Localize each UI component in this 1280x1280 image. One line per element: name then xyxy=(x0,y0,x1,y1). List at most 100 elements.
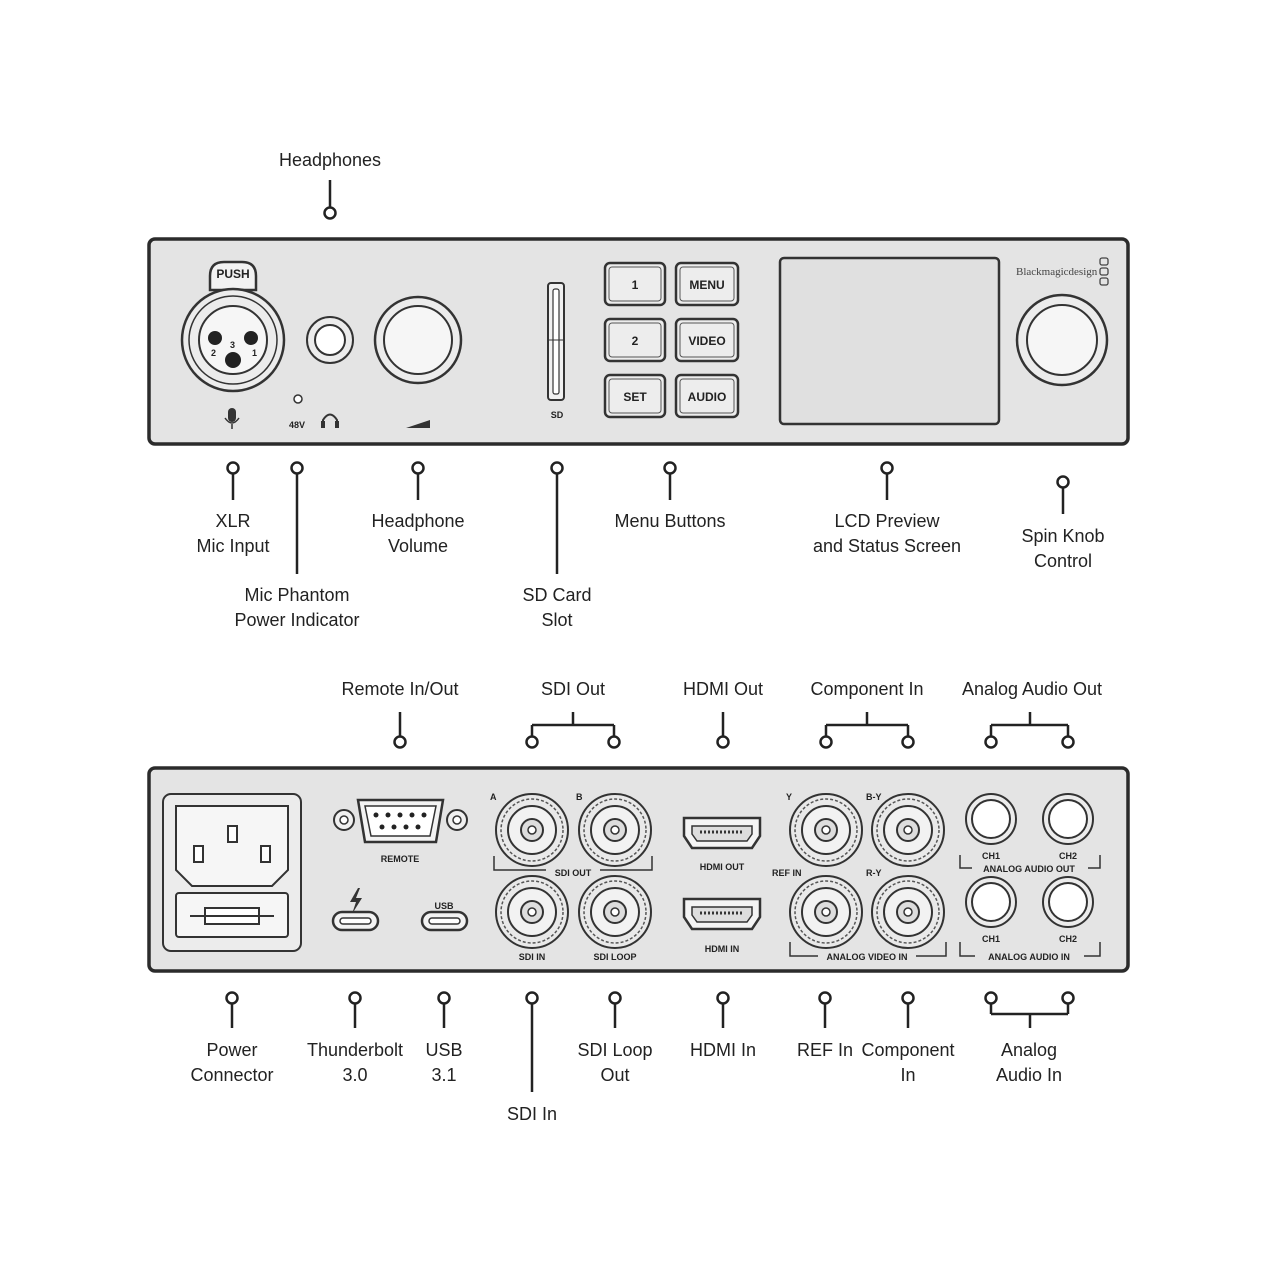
hdmi-out-label: HDMI OUT xyxy=(700,862,745,872)
callout-usb: USB 3.1 xyxy=(425,991,463,1085)
usb-callout-line2: 3.1 xyxy=(431,1065,456,1085)
menu-button-video[interactable]: VIDEO xyxy=(674,317,740,363)
sdi-loop-bnc xyxy=(578,875,652,949)
xlr-callout-line1: XLR xyxy=(215,511,250,531)
sdi-in-bnc xyxy=(495,875,569,949)
hdmi-out-port xyxy=(682,816,762,850)
sdi-out-label: SDI OUT xyxy=(555,868,592,878)
component-in-callout-line1: Component xyxy=(861,1040,954,1060)
spin-knob[interactable] xyxy=(1015,293,1109,387)
callout-power: Power Connector xyxy=(190,991,274,1085)
callout-headphones: Headphones xyxy=(279,150,381,220)
usb-callout-line1: USB xyxy=(425,1040,462,1060)
hp-volume-callout-line2: Volume xyxy=(388,536,448,556)
remote-label: REMOTE xyxy=(381,854,420,864)
menu-button-set[interactable]: SET xyxy=(603,373,667,419)
ry-label: R-Y xyxy=(866,868,882,878)
microphone-icon xyxy=(224,408,240,429)
sdi-b-label: B xyxy=(576,792,583,802)
analog-audio-in-callout-line1: Analog xyxy=(1001,1040,1057,1060)
sd-callout-line1: SD Card xyxy=(522,585,591,605)
remote-callout-label: Remote In/Out xyxy=(341,679,458,699)
headphones-callout-label: Headphones xyxy=(279,150,381,170)
audio-out-ch2-label: CH2 xyxy=(1059,851,1077,861)
sdi-out-bracket xyxy=(493,856,653,871)
headphone-jack xyxy=(306,316,354,364)
xlr-callout-line2: Mic Input xyxy=(196,536,269,556)
ref-in-label: REF IN xyxy=(772,868,802,878)
callout-ref-in: REF In xyxy=(797,991,853,1060)
analog-audio-out-ch1-jack xyxy=(965,793,1017,845)
analog-audio-in-label: ANALOG AUDIO IN xyxy=(988,952,1070,962)
ref-in-bnc xyxy=(789,875,863,949)
ref-in-callout-label: REF In xyxy=(797,1040,853,1060)
callout-component-in-top: Component In xyxy=(810,679,924,749)
xlr-connector: PUSH 2 3 1 xyxy=(180,260,286,393)
analog-audio-out-bracket xyxy=(959,855,1101,869)
brand-logo-icon xyxy=(1099,257,1109,286)
callout-remote: Remote In/Out xyxy=(341,679,459,749)
menu-button-2-label: 2 xyxy=(632,334,639,348)
menu-button-menu[interactable]: MENU xyxy=(674,261,740,307)
headphones-icon xyxy=(321,413,339,428)
xlr-pin-3: 3 xyxy=(230,340,235,350)
callout-analog-audio-in: Analog Audio In xyxy=(984,991,1075,1085)
callout-xlr: XLR Mic Input xyxy=(196,461,270,556)
phantom-power-led xyxy=(293,394,303,404)
sdi-in-label: SDI IN xyxy=(519,952,546,962)
analog-audio-in-bracket xyxy=(959,942,1101,957)
menu-button-2[interactable]: 2 xyxy=(603,317,667,363)
sd-label: SD xyxy=(551,410,564,420)
audio-in-ch1-label: CH1 xyxy=(982,934,1000,944)
sdi-out-a-bnc xyxy=(495,793,569,867)
menu-button-1[interactable]: 1 xyxy=(603,261,667,307)
phantom-power-label: 48V xyxy=(289,420,305,430)
thunderbolt-callout-line1: Thunderbolt xyxy=(307,1040,403,1060)
hdmi-in-port xyxy=(682,897,762,931)
hp-volume-callout-line1: Headphone xyxy=(371,511,464,531)
callout-headphone-volume: Headphone Volume xyxy=(371,461,465,556)
phantom-callout-line2: Power Indicator xyxy=(234,610,359,630)
xlr-pin-1: 1 xyxy=(252,348,257,358)
hdmi-in-label: HDMI IN xyxy=(705,944,740,954)
sdi-out-b-bnc xyxy=(578,793,652,867)
thunderbolt-callout-line2: 3.0 xyxy=(342,1065,367,1085)
menu-button-audio[interactable]: AUDIO xyxy=(674,373,740,419)
callout-sd-card: SD Card Slot xyxy=(522,461,592,630)
analog-audio-out-label: ANALOG AUDIO OUT xyxy=(983,864,1075,874)
analog-audio-in-ch1-jack xyxy=(965,876,1017,928)
audio-in-ch2-label: CH2 xyxy=(1059,934,1077,944)
menu-button-video-label: VIDEO xyxy=(688,334,725,348)
volume-ramp-icon xyxy=(406,420,430,428)
menu-buttons-callout-label: Menu Buttons xyxy=(614,511,725,531)
remote-db9-port xyxy=(333,798,468,844)
callout-lcd: LCD Preview and Status Screen xyxy=(813,461,961,556)
callout-thunderbolt: Thunderbolt 3.0 xyxy=(307,991,403,1085)
xlr-pin-2: 2 xyxy=(211,348,216,358)
usb-port xyxy=(420,910,469,932)
sd-card-slot xyxy=(547,282,565,401)
sdi-loop-callout-line1: SDI Loop xyxy=(577,1040,652,1060)
usb-label: USB xyxy=(434,901,454,911)
callout-phantom-power: Mic Phantom Power Indicator xyxy=(234,461,360,630)
callout-menu-buttons: Menu Buttons xyxy=(614,461,726,531)
menu-button-set-label: SET xyxy=(623,390,647,404)
phantom-callout-line1: Mic Phantom xyxy=(244,585,349,605)
analog-audio-in-ch2-jack xyxy=(1042,876,1094,928)
analog-audio-out-ch2-jack xyxy=(1042,793,1094,845)
component-in-top-callout-label: Component In xyxy=(810,679,923,699)
callout-analog-audio-out: Analog Audio Out xyxy=(962,679,1102,749)
hdmi-in-callout-label: HDMI In xyxy=(690,1040,756,1060)
sd-callout-line2: Slot xyxy=(541,610,572,630)
callout-spin-knob: Spin Knob Control xyxy=(1021,475,1105,571)
callout-component-in: Component In xyxy=(861,991,955,1085)
sdi-out-callout-label: SDI Out xyxy=(541,679,605,699)
lcd-screen xyxy=(778,256,1001,426)
brand-logo-text: Blackmagicdesign xyxy=(1016,266,1098,278)
knob-callout-line1: Spin Knob xyxy=(1021,526,1104,546)
knob-callout-line2: Control xyxy=(1034,551,1092,571)
sdi-in-callout-label: SDI In xyxy=(507,1104,557,1124)
menu-button-audio-label: AUDIO xyxy=(688,390,727,404)
lcd-callout-line1: LCD Preview xyxy=(834,511,940,531)
